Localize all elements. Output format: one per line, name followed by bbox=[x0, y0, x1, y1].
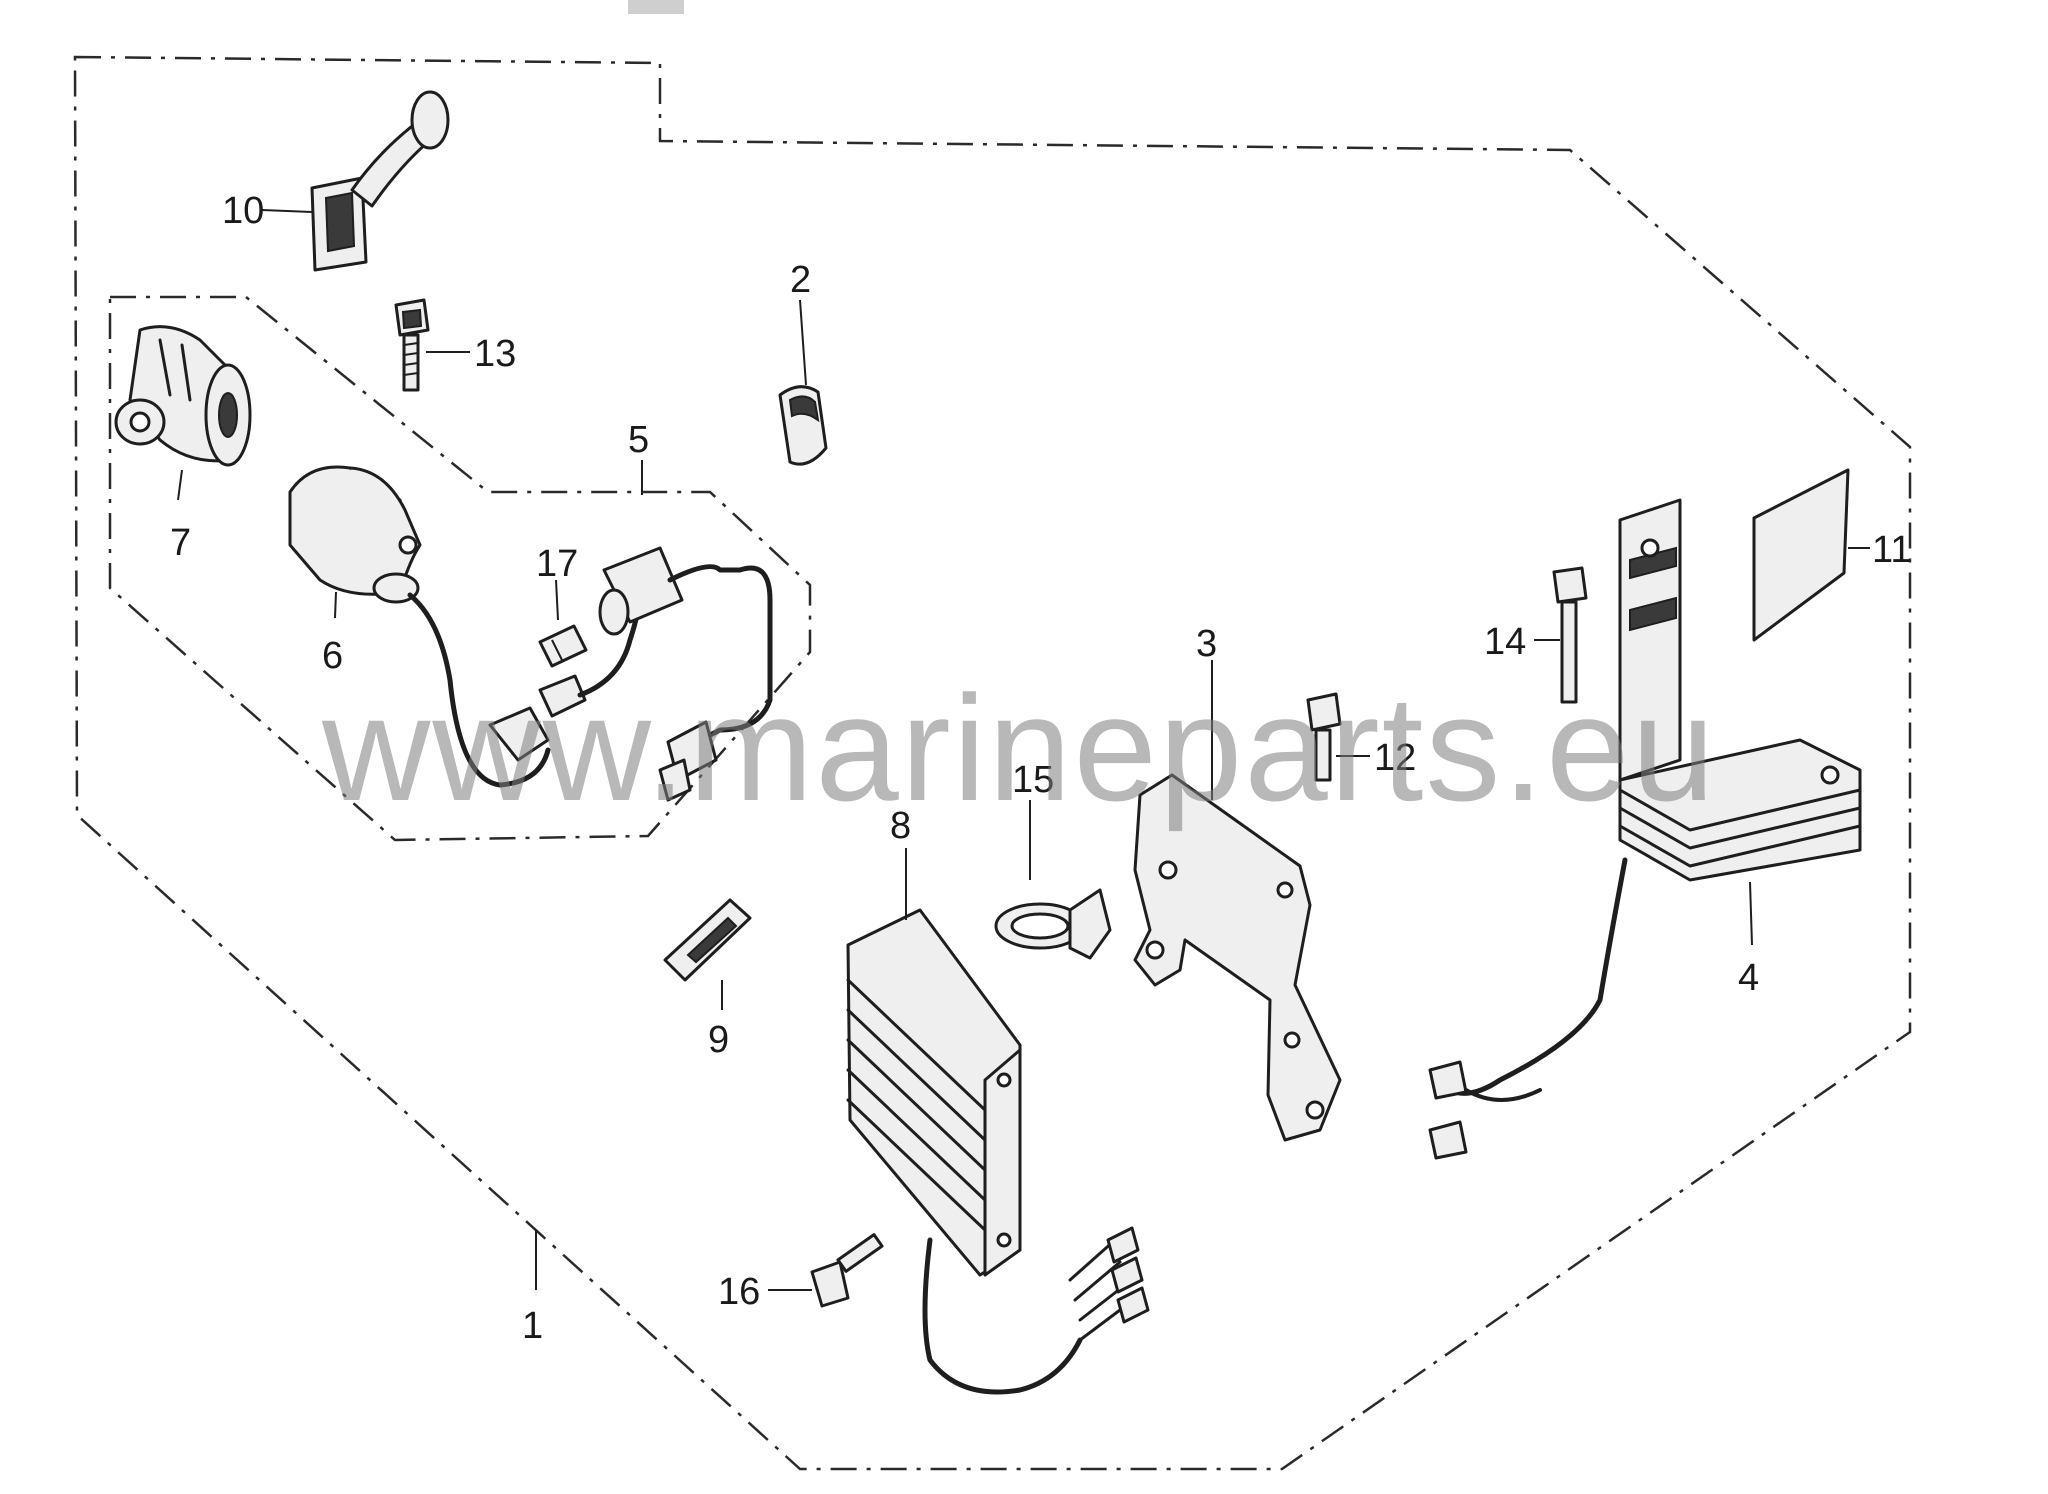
callout-7: 7 bbox=[170, 522, 191, 564]
watermark-text: www.marineparts.eu bbox=[321, 664, 1717, 832]
assembly-boundary-main bbox=[73, 55, 1912, 1471]
callout-17: 17 bbox=[536, 543, 578, 585]
part-13-bolt bbox=[394, 298, 430, 392]
scan-mark bbox=[628, 0, 684, 14]
callout-12: 12 bbox=[1374, 737, 1416, 779]
part-2-grommet bbox=[778, 385, 828, 466]
part-14-bolt bbox=[1552, 566, 1588, 704]
callout-14: 14 bbox=[1484, 621, 1526, 663]
callout-13: 13 bbox=[474, 333, 516, 375]
part-10-cap-strap bbox=[310, 90, 450, 272]
part-15-clamp bbox=[994, 888, 1112, 960]
callout-9: 9 bbox=[708, 1019, 729, 1061]
part-9-fuse-strip bbox=[663, 898, 752, 982]
part-11-label-plate bbox=[1752, 468, 1850, 642]
callout-8: 8 bbox=[890, 805, 911, 847]
part-7-socket bbox=[114, 325, 252, 467]
callout-1: 1 bbox=[522, 1305, 543, 1347]
part-3-bracket bbox=[1133, 773, 1342, 1142]
part-4-charge-coil bbox=[1428, 498, 1862, 1160]
part-5-wire-harness bbox=[407, 546, 773, 802]
part-17-fuse bbox=[538, 624, 588, 668]
callout-3: 3 bbox=[1196, 623, 1217, 665]
callout-4: 4 bbox=[1738, 957, 1759, 999]
callout-11: 11 bbox=[1872, 529, 1911, 571]
part-6-switch-housing bbox=[288, 465, 422, 604]
assembly-boundary-sub bbox=[108, 295, 812, 842]
part-8-regulator bbox=[846, 908, 1150, 1395]
callout-2: 2 bbox=[790, 259, 811, 301]
part-12-bolt bbox=[1306, 692, 1342, 782]
callout-6: 6 bbox=[322, 635, 343, 677]
callout-5: 5 bbox=[628, 419, 649, 461]
leader-lines bbox=[177, 209, 1870, 1291]
callout-10: 10 bbox=[222, 190, 264, 232]
callout-15: 15 bbox=[1012, 759, 1054, 801]
callout-16: 16 bbox=[718, 1271, 760, 1313]
part-16-bolt bbox=[810, 1233, 884, 1308]
